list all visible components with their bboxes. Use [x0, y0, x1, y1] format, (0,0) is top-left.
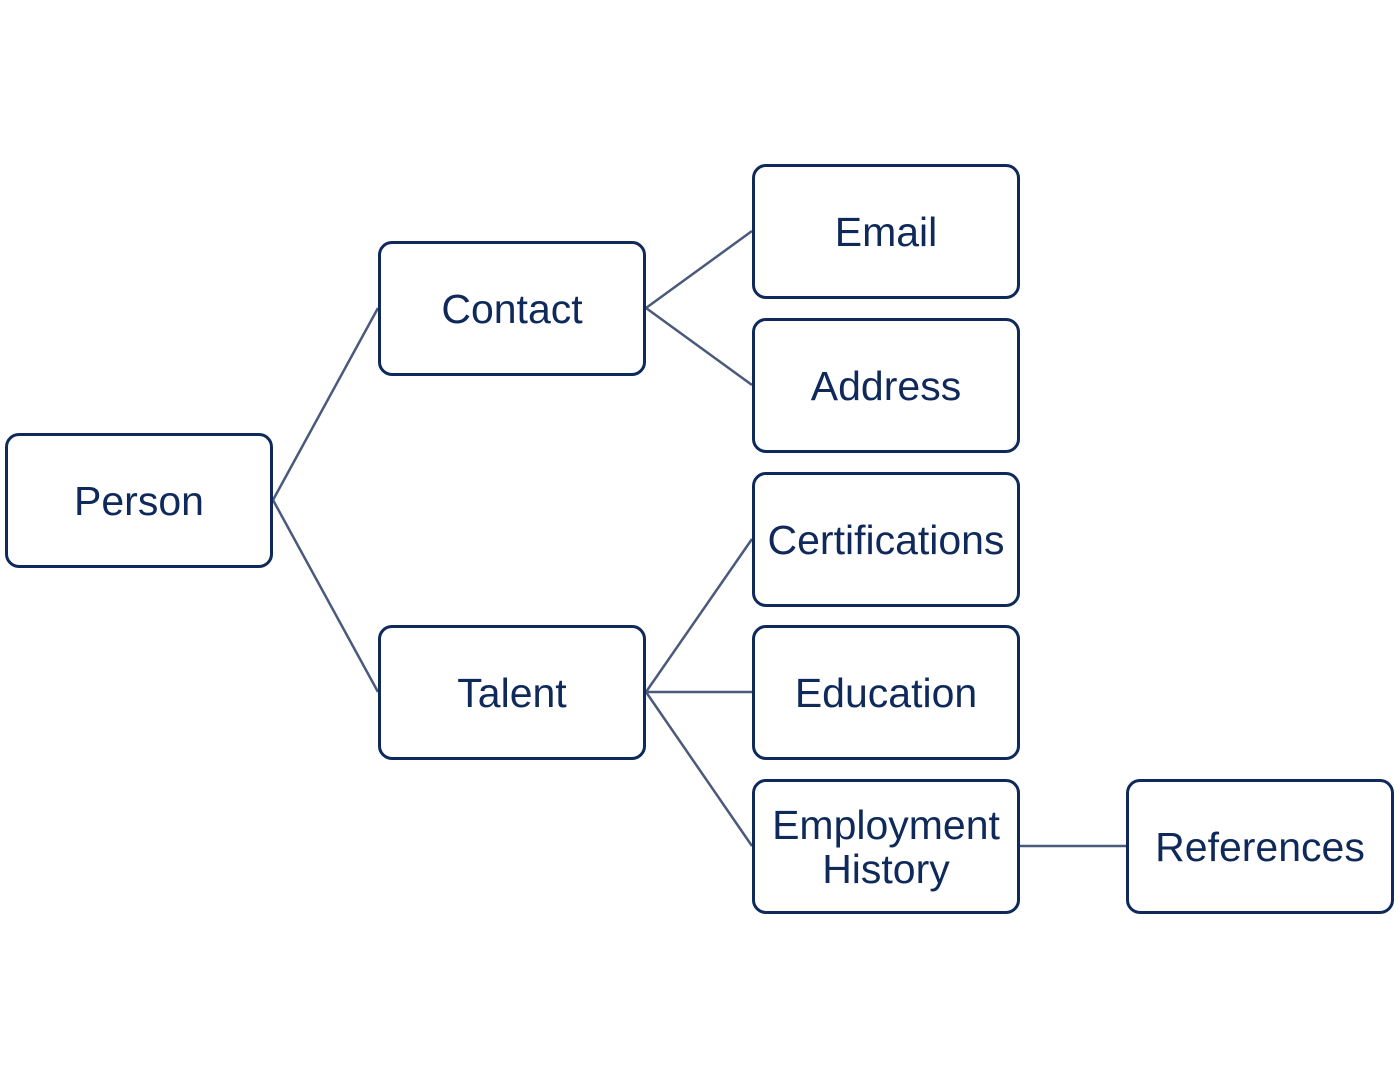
- edge-person-talent: [271, 499, 380, 693]
- node-person-label: Person: [74, 477, 204, 524]
- node-education-label: Education: [794, 669, 978, 716]
- node-address-label: Address: [810, 362, 962, 409]
- node-person[interactable]: Person: [5, 433, 273, 568]
- node-email-label: Email: [834, 208, 938, 255]
- node-talent[interactable]: Talent: [378, 625, 646, 760]
- node-employment-history[interactable]: Employment History: [752, 779, 1020, 914]
- node-contact[interactable]: Contact: [378, 241, 646, 376]
- node-certifications-label: Certifications: [767, 516, 1005, 563]
- node-certifications[interactable]: Certifications: [752, 472, 1020, 607]
- edge-contact-email: [645, 229, 753, 310]
- edge-contact-address: [645, 306, 753, 387]
- node-talent-label: Talent: [457, 669, 567, 716]
- node-education[interactable]: Education: [752, 625, 1020, 760]
- edge-talent-employment-history: [644, 691, 754, 847]
- node-contact-label: Contact: [441, 285, 583, 332]
- node-employment-history-label: Employment History: [772, 801, 1000, 892]
- node-references[interactable]: References: [1126, 779, 1394, 914]
- edge-person-contact: [271, 307, 380, 501]
- node-address[interactable]: Address: [752, 318, 1020, 453]
- node-references-label: References: [1155, 823, 1365, 870]
- node-email[interactable]: Email: [752, 164, 1020, 299]
- edge-talent-certifications: [644, 538, 754, 693]
